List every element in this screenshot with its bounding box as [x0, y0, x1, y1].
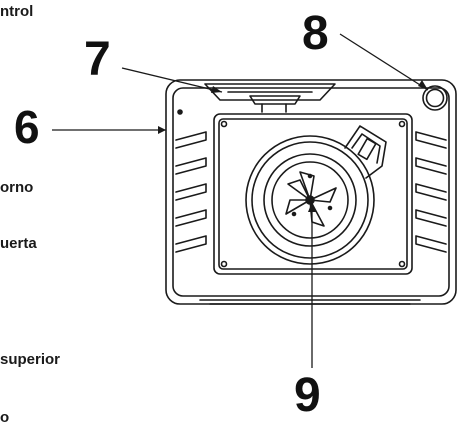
- rear-panel: [213, 113, 413, 275]
- oven-cavity: [165, 79, 457, 305]
- callout-7: 7: [84, 33, 111, 86]
- callout-9: 9: [294, 369, 321, 422]
- label-horno: orno: [0, 179, 34, 196]
- shelf-rack-icon: [175, 131, 207, 253]
- lamp-icon: [422, 85, 448, 111]
- label-bottom: o: [0, 409, 10, 426]
- label-puerta: uerta: [0, 235, 37, 252]
- callout-6: 6: [14, 101, 40, 153]
- callout-8: 8: [302, 7, 329, 60]
- fan-icon: [245, 125, 387, 265]
- leader-line-7: [121, 67, 223, 93]
- label-superior: superior: [0, 351, 61, 368]
- label-control: ntrol: [0, 3, 34, 20]
- shelf-rack-icon: [415, 131, 447, 253]
- leader-line-8: [339, 33, 429, 91]
- grill-element-icon: [204, 83, 336, 113]
